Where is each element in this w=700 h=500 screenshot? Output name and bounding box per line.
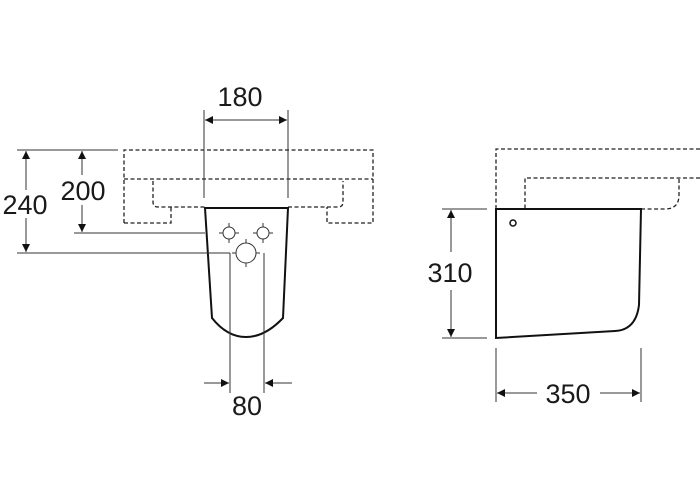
dimension-label-350: 350	[545, 379, 590, 409]
front-view: 180 200 240 80	[2, 82, 374, 421]
basin-outline-dashed	[123, 149, 374, 224]
dimension-310: 310	[427, 208, 487, 339]
dimension-80: 80	[204, 253, 292, 421]
dimension-350: 350	[495, 348, 642, 409]
inlet-holes	[219, 223, 273, 267]
side-view: 310 350	[427, 148, 700, 409]
dimension-240: 240	[2, 151, 48, 252]
fixing-hole	[509, 219, 517, 227]
dimension-label-240: 240	[2, 190, 47, 220]
dimension-180: 180	[203, 82, 289, 198]
dimension-200: 200	[60, 151, 106, 232]
dimension-label-180: 180	[217, 82, 262, 112]
pedestal-front	[203, 207, 290, 339]
dimension-label-310: 310	[427, 258, 472, 288]
dimension-label-80: 80	[232, 391, 262, 421]
dimension-label-200: 200	[60, 176, 105, 206]
basin-side-dashed	[495, 148, 700, 219]
pedestal-side	[495, 208, 643, 340]
